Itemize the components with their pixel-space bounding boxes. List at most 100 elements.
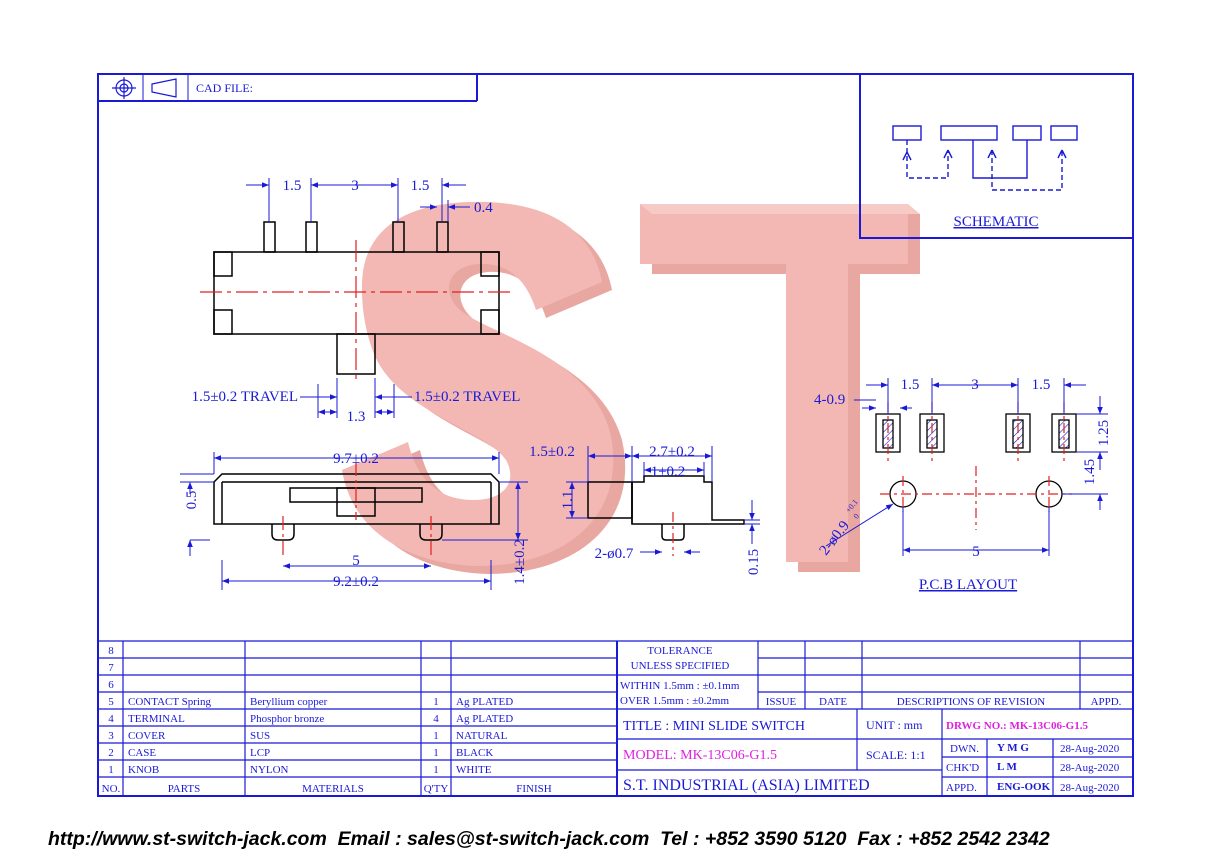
- tolerance-within: WITHIN 1.5mm : ±0.1mm: [620, 680, 740, 692]
- schematic-box: [859, 74, 1133, 239]
- dim-label: 5: [352, 553, 360, 569]
- travel-label-left: 1.5±0.2 TRAVEL: [192, 389, 298, 405]
- dim-label: 0.5: [184, 491, 200, 510]
- side-view-dimensions: [566, 446, 760, 555]
- tolerance-title: TOLERANCE: [647, 645, 712, 657]
- bom-cell-no: 4: [108, 713, 114, 725]
- pad-size-label: 4-0.9: [814, 392, 845, 408]
- chkd-value: L M: [997, 761, 1017, 773]
- bom-cell-material: SUS: [250, 730, 270, 742]
- dim-label: 1.3: [347, 409, 366, 425]
- top-view-centerlines: [200, 240, 512, 384]
- dim-label: 1.1: [560, 491, 576, 510]
- bom-cell-no: 6: [108, 679, 114, 691]
- top-view-dim-labels: 1.5 3 1.5 0.4 1.5±0.2 TRAVEL 1.5±0.2 TRA…: [192, 178, 521, 425]
- bom-cell-finish: Ag PLATED: [456, 696, 513, 708]
- dim-label: 2.7±0.2: [649, 444, 695, 460]
- bom-cell-material: LCP: [250, 747, 270, 759]
- dim-label: 1.5: [283, 178, 302, 194]
- title-block: TITLE : MINI SLIDE SWITCH UNIT : mm DRWG…: [623, 718, 1120, 794]
- dim-label: 1.5: [411, 178, 430, 194]
- bom-table-grid: [98, 640, 618, 796]
- bom-cell-material: NYLON: [250, 764, 289, 776]
- dim-label: 9.2±0.2: [333, 574, 379, 590]
- bom-header-material: MATERIALS: [302, 783, 364, 795]
- travel-label-right: 1.5±0.2 TRAVEL: [414, 389, 520, 405]
- dim-label: 0.15: [746, 549, 762, 575]
- bom-cell-part: CONTACT Spring: [128, 696, 211, 708]
- revision-date-header: DATE: [819, 696, 847, 708]
- drawing-title: TITLE : MINI SLIDE SWITCH: [623, 719, 805, 734]
- bom-cell-qty: 1: [433, 747, 439, 759]
- dim-label: 1.5: [901, 377, 920, 393]
- bom-cell-part: KNOB: [128, 764, 159, 776]
- appd-value: ENG-OOK: [997, 781, 1051, 793]
- bom-cell-no: 5: [108, 696, 114, 708]
- dim-label: 5: [972, 544, 980, 560]
- bom-cell-finish: WHITE: [456, 764, 492, 776]
- top-view-dimensions: [246, 178, 470, 418]
- tolerance-block: TOLERANCE UNLESS SPECIFIED WITHIN 1.5mm …: [620, 645, 1122, 708]
- scale-label: SCALE: 1:1: [866, 748, 926, 762]
- chkd-label: CHK'D: [946, 762, 979, 774]
- bom-cell-part: TERMINAL: [128, 713, 185, 725]
- dwn-label: DWN.: [950, 743, 979, 755]
- bom-cell-no: 3: [108, 730, 114, 742]
- unit-label: UNIT : mm: [866, 718, 923, 732]
- hole-tol-minus: 0: [852, 512, 862, 521]
- bom-cell-no: 8: [108, 645, 114, 657]
- bom-cell-material: Beryllium copper: [250, 696, 328, 708]
- dim-label: 2-ø0.7: [595, 546, 634, 562]
- bom-cell-material: Phosphor bronze: [250, 713, 324, 725]
- dwn-date: 28-Aug-2020: [1060, 743, 1120, 755]
- bom-cell-finish: BLACK: [456, 747, 493, 759]
- pcb-dimensions: [825, 378, 1108, 556]
- dim-label: 3: [351, 178, 359, 194]
- tolerance-subtitle: UNLESS SPECIFIED: [631, 660, 730, 672]
- bom-cell-qty: 1: [433, 696, 439, 708]
- revision-grid: [617, 640, 1133, 710]
- dwn-value: Y M G: [997, 742, 1029, 754]
- side-view-dim-labels: 1.5±0.2 2.7±0.2 1±0.2 1.1 2-ø0.7 0.15: [529, 444, 762, 575]
- dim-label: 9.7±0.2: [333, 451, 379, 467]
- bom-table: 8 7 6 5 CONTACT Spring Beryllium copper 1 Ag PL…: [102, 645, 552, 795]
- contact-footer: http://www.st-switch-jack.com Email : sa…: [48, 828, 1050, 850]
- bom-header-part: PARTS: [168, 783, 201, 795]
- bom-cell-qty: 4: [433, 713, 439, 725]
- schematic-label: SCHEMATIC: [953, 214, 1038, 230]
- dim-label: 1.25: [1096, 420, 1112, 446]
- model-number: MODEL: MK-13C06-G1.5: [623, 748, 777, 763]
- bom-header-no: NO.: [102, 783, 121, 795]
- bom-cell-no: 1: [108, 764, 114, 776]
- bom-cell-qty: 1: [433, 730, 439, 742]
- bom-cell-finish: NATURAL: [456, 730, 508, 742]
- front-view-dimensions: [180, 452, 528, 590]
- pcb-layout-label: P.C.B LAYOUT: [919, 577, 1017, 593]
- title-block-grid: [617, 709, 1133, 796]
- dim-label: 3: [971, 377, 979, 393]
- dim-label: 1.45: [1082, 459, 1098, 485]
- dim-label: 1.4±0.2: [512, 539, 528, 585]
- bom-cell-qty: 1: [433, 764, 439, 776]
- dim-label: 1.5: [1032, 377, 1051, 393]
- drawing-number: DRWG NO.: MK-13C06-G1.5: [946, 720, 1088, 732]
- pcb-centerlines: [880, 402, 1072, 530]
- bom-cell-part: CASE: [128, 747, 156, 759]
- st-watermark: [342, 201, 920, 574]
- revision-appd-header: APPD.: [1091, 696, 1122, 708]
- cad-file-label: CAD FILE:: [196, 81, 253, 95]
- bom-header-finish: FINISH: [516, 783, 552, 795]
- appd-label: APPD.: [946, 782, 977, 794]
- dim-label: 0.4: [474, 200, 493, 216]
- bom-cell-no: 7: [108, 662, 114, 674]
- front-view-dim-labels: 9.7±0.2 0.5 5 9.2±0.2 1.4±0.2: [184, 451, 528, 590]
- revision-desc-header: DESCRIPTIONS OF REVISION: [897, 696, 1046, 708]
- dim-label: 1±0.2: [651, 464, 685, 480]
- projection-symbol-icon: [112, 77, 177, 99]
- chkd-date: 28-Aug-2020: [1060, 762, 1120, 774]
- bom-header-qty: Q'TY: [424, 783, 449, 795]
- revision-issue-header: ISSUE: [766, 696, 797, 708]
- bom-cell-part: COVER: [128, 730, 166, 742]
- bom-cell-finish: Ag PLATED: [456, 713, 513, 725]
